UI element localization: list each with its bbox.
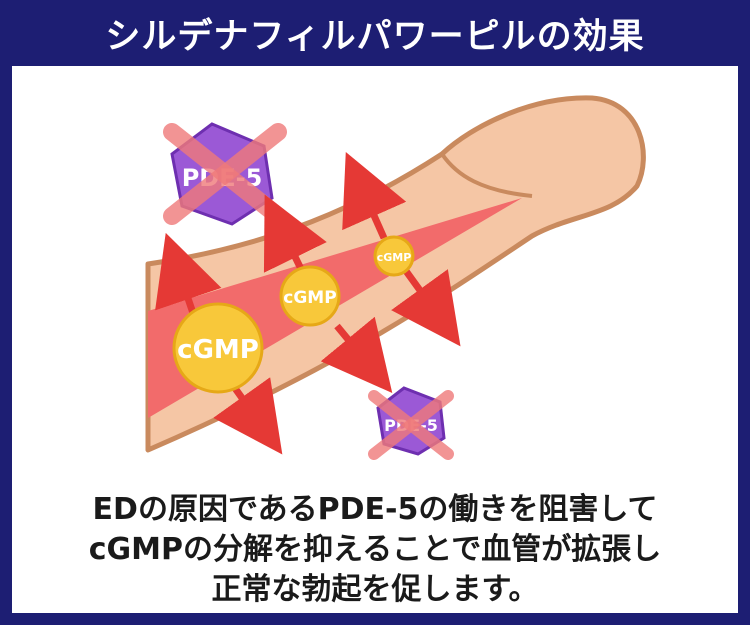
- cgmp-small: cGMP: [373, 235, 415, 277]
- cgmp-medium: cGMP: [279, 265, 341, 327]
- caption: EDの原因であるPDE-5の働きを阻害して cGMPの分解を抑えることで血管が拡…: [12, 486, 738, 613]
- content-panel: PDE-5 PDE-5: [12, 66, 738, 613]
- cgmp-label-large: cGMP: [177, 335, 259, 365]
- effect-diagram: PDE-5 PDE-5: [145, 95, 646, 460]
- cgmp-label-medium: cGMP: [283, 288, 336, 308]
- glans-line: [440, 152, 533, 198]
- pde5-enzyme-top: PDE-5: [163, 122, 287, 226]
- caption-line-1: EDの原因であるPDE-5の働きを阻害して: [92, 491, 658, 527]
- pde5-enzyme-bottom: PDE-5: [368, 386, 454, 460]
- cgmp-large: cGMP: [172, 302, 264, 394]
- cgmp-label-small: cGMP: [377, 251, 412, 264]
- diffusion-arrows: [155, 152, 461, 455]
- page-title: シルデナフィルパワーピルの効果: [105, 16, 645, 57]
- caption-line-2: cGMPの分解を抑えることで血管が拡張し: [88, 531, 662, 567]
- caption-line-3: 正常な勃起を促します。: [211, 571, 539, 607]
